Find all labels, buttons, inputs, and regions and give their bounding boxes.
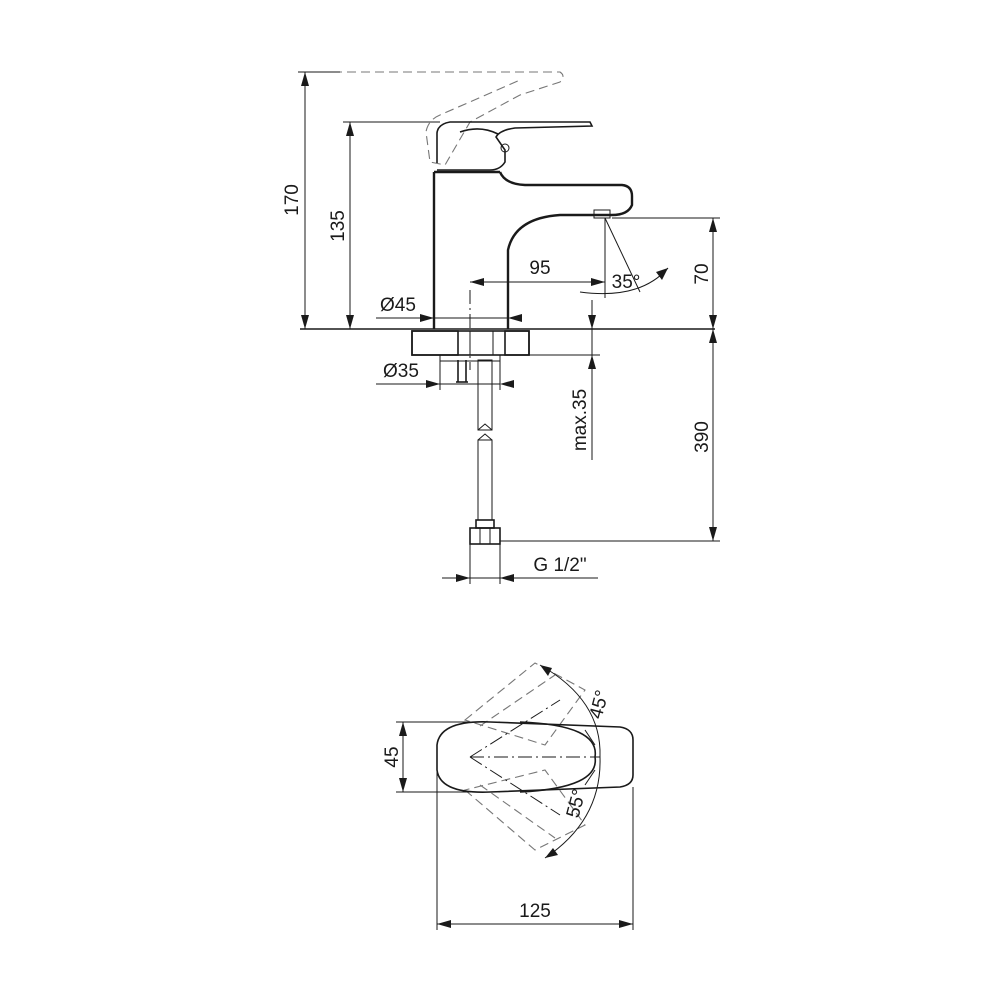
dim-max-thickness-label: max.35: [570, 389, 591, 451]
dim-top-width: 45: [382, 721, 500, 793]
dim-top-length: 125: [436, 770, 634, 930]
dim-spout-height: 70: [612, 217, 720, 329]
dim-top-length-label: 125: [519, 901, 551, 922]
dim-body-diameter: Ø45: [376, 295, 522, 322]
dim-max-thickness: max.35: [529, 300, 600, 460]
faucet-body: [432, 170, 634, 329]
dim-body-diameter-label: Ø45: [380, 295, 416, 316]
dim-hose-length: 390: [500, 329, 720, 542]
dim-hole-diameter-label: Ø35: [383, 361, 419, 382]
dim-spout-angle: 35°: [579, 217, 669, 295]
dim-spout-reach: 95: [470, 218, 606, 298]
dim-body-height-label: 135: [328, 210, 349, 242]
dim-angle-left-label: 45°: [586, 688, 614, 721]
dim-hose-length-label: 390: [692, 421, 713, 453]
dim-body-height: 135: [328, 121, 440, 329]
ghost-rotated-handles: [463, 662, 586, 851]
dim-hole-diameter: Ø35: [376, 358, 514, 390]
side-view: 170 135 95 35°: [282, 71, 720, 584]
dim-connection-label: G 1/2": [533, 555, 586, 576]
top-view: 45 125 45° 55°: [382, 662, 634, 930]
lever-handle: [436, 121, 594, 171]
dim-top-width-label: 45: [382, 746, 403, 767]
rotated-centerline-right: [469, 756, 561, 816]
rotated-centerline-left: [469, 699, 561, 758]
dim-connection: G 1/2": [442, 544, 598, 584]
dim-spout-angle-label: 35°: [612, 272, 641, 293]
dim-total-height-label: 170: [282, 184, 303, 216]
angle-arcs: [539, 664, 601, 859]
dim-total-height: 170: [282, 71, 340, 329]
ghost-lever-outline: [305, 71, 564, 166]
braided-hose: [469, 359, 501, 545]
dim-spout-reach-label: 95: [529, 258, 550, 279]
dim-spout-height-label: 70: [692, 263, 713, 284]
mounting-stud: [456, 360, 468, 383]
spout-top-outline: [436, 721, 634, 793]
